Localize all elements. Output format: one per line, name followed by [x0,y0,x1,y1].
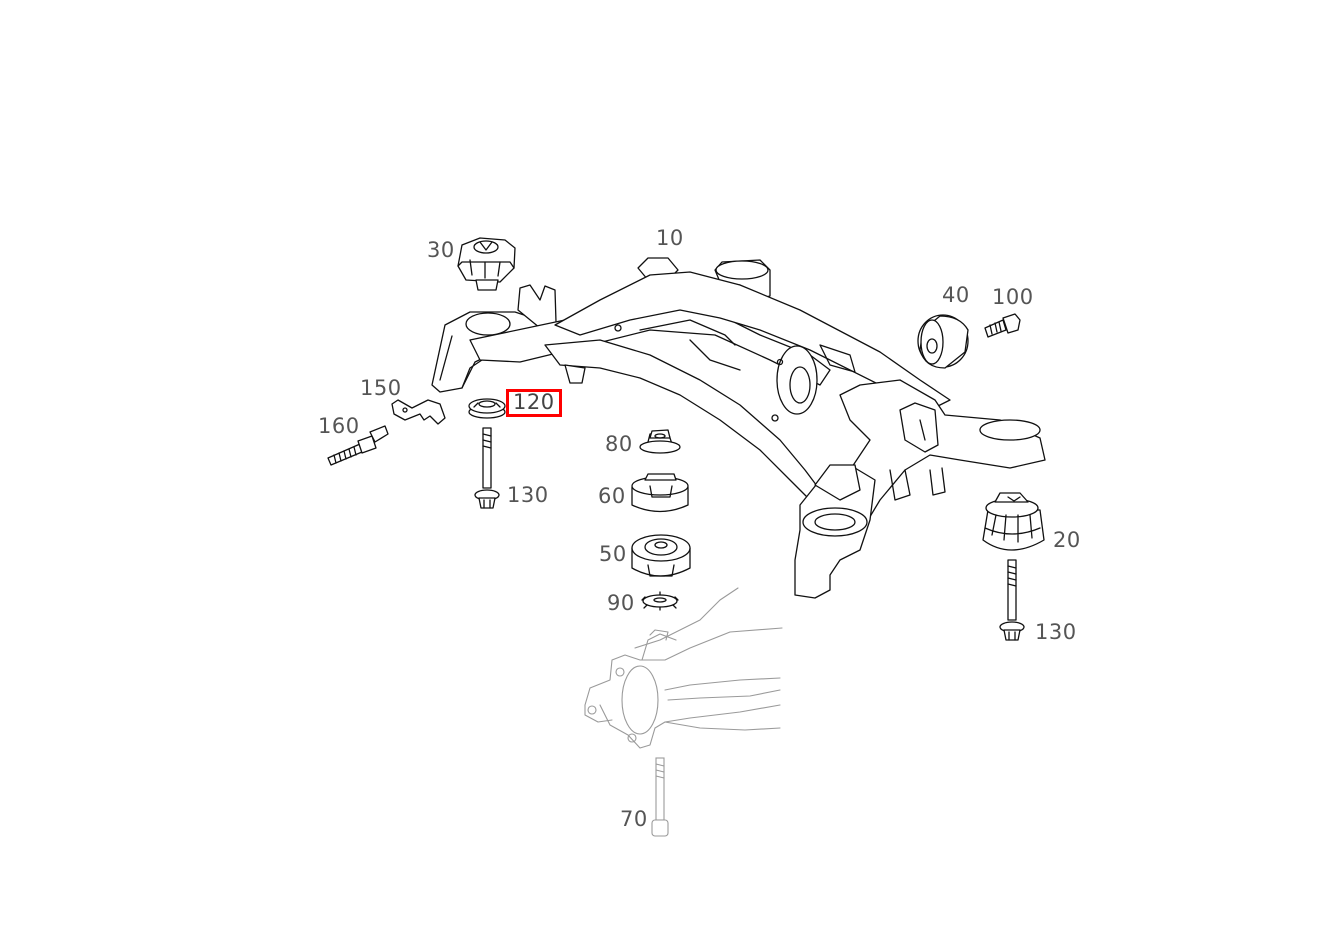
bolt-70[interactable] [651,757,669,837]
callout-10[interactable]: 10 [656,226,684,250]
callout-130-left[interactable]: 130 [507,483,549,507]
callout-40[interactable]: 40 [942,283,970,307]
washer-120[interactable] [468,398,506,419]
callout-100[interactable]: 100 [992,285,1034,309]
callout-50[interactable]: 50 [599,542,627,566]
rear-axle-carrier-subframe[interactable] [431,257,1046,599]
wheel-carrier-context [584,587,783,749]
mount-20[interactable] [982,492,1045,551]
mount-50[interactable] [631,534,691,577]
stop-60[interactable] [631,473,689,513]
bolt-130-left[interactable] [474,427,500,509]
callout-160[interactable]: 160 [318,414,360,438]
nut-80[interactable] [639,429,681,454]
bushing-40[interactable] [917,314,969,369]
callout-90[interactable]: 90 [607,591,635,615]
screw-160[interactable] [327,425,389,466]
bolt-130-right[interactable] [999,559,1025,641]
callout-30[interactable]: 30 [427,238,455,262]
callout-20[interactable]: 20 [1053,528,1081,552]
bolt-100[interactable] [984,313,1021,338]
callout-80[interactable]: 80 [605,432,633,456]
bracket-150[interactable] [391,399,446,425]
callout-60[interactable]: 60 [598,484,626,508]
mount-30[interactable] [457,237,516,291]
callout-130-right[interactable]: 130 [1035,620,1077,644]
lock-washer-90[interactable] [641,591,679,611]
callout-120-selected[interactable]: 120 [506,389,562,417]
callout-150[interactable]: 150 [360,376,402,400]
callout-70[interactable]: 70 [620,807,648,831]
